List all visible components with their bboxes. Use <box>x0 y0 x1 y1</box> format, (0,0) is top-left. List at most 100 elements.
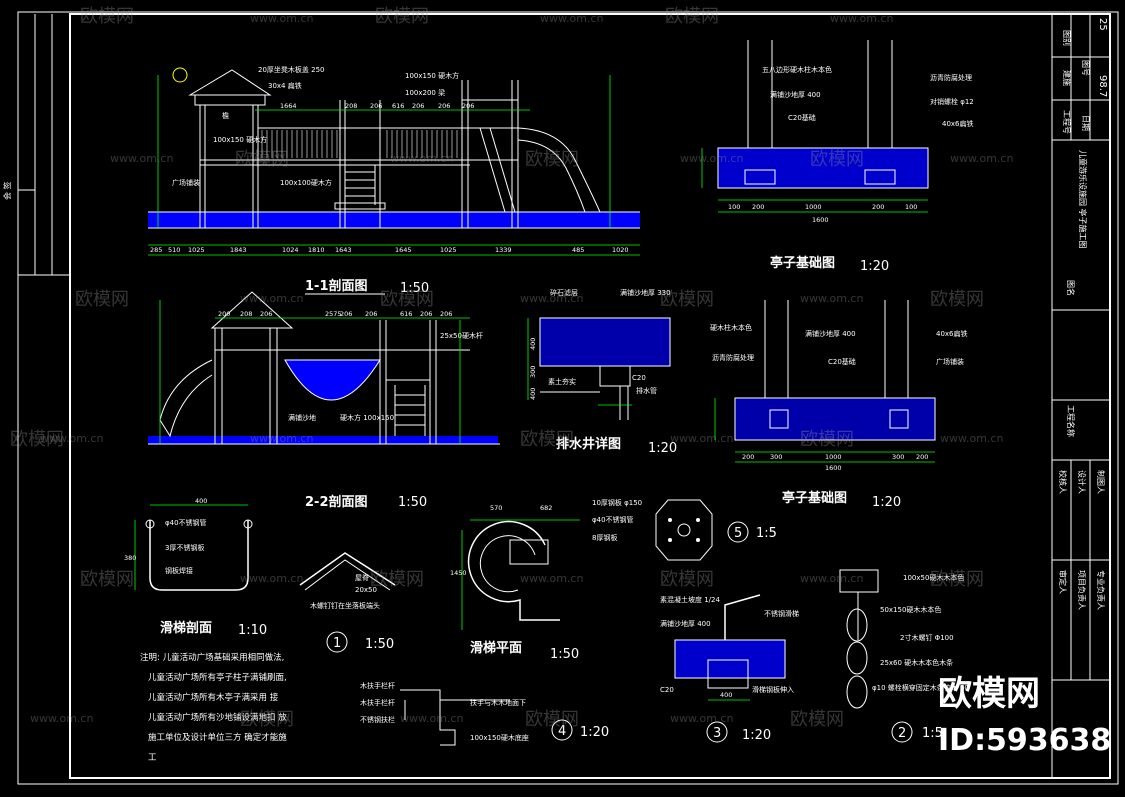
watermark-site: www.om.cn <box>390 152 453 165</box>
s1-dims-bottom-3: 1843 <box>230 246 247 254</box>
f1-scale: 1:20 <box>860 259 889 274</box>
watermark-brand: 欧模网 <box>800 429 854 450</box>
s2-dims-top-5: 206 <box>365 310 377 318</box>
sp-scale: 1:50 <box>550 647 579 662</box>
d4-num: 4 <box>558 724 566 739</box>
f2-label-pipe: 排水管 <box>636 386 657 395</box>
note-line-0: 注明: 儿童活动广场基础采用相同做法, <box>140 652 284 663</box>
s1-label-sq: 100x100硬木方 <box>280 178 332 187</box>
tb-role-5: 专业负责人 <box>1096 570 1106 610</box>
f2-label-soil: 素土夯实 <box>548 377 576 386</box>
f3-label-paint: 沥青防腐处理 <box>712 353 754 362</box>
note-line-1: 儿童活动广场所有亭子柱子满铺刷面, <box>148 672 287 683</box>
watermark-brand: 欧模网 <box>660 289 714 310</box>
brand-stamp: 欧模网 ID:593638 <box>938 674 1111 758</box>
s2-dims-top-6: 616 <box>400 310 412 318</box>
s1-dims-top-3: 616 <box>392 102 404 110</box>
d5-label-plate: 8厚钢板 <box>592 533 617 542</box>
watermark-site: www.om.cn <box>240 572 303 585</box>
s2-dims-top-8: 206 <box>440 310 452 318</box>
f1-label-iron: 40x6扁铁 <box>942 119 974 128</box>
f1-label-bolt: 对销螺栓 φ12 <box>930 97 974 106</box>
f3-label-col: 硬木柱木本色 <box>710 323 752 332</box>
d2-label-d: 25x60 硬木木本色木条 <box>880 658 953 667</box>
f2-label-c20: C20 <box>632 374 646 382</box>
sandbox-basin <box>284 359 381 401</box>
f1-dims-3: 200 <box>872 203 884 211</box>
watermark-site: www.om.cn <box>540 12 603 25</box>
f1-dims-1: 200 <box>752 203 764 211</box>
d3-scale: 1:20 <box>742 728 771 743</box>
bridge-balusters <box>261 130 458 158</box>
tb-role-4: 项目负责人 <box>1077 570 1087 610</box>
watermark-brand: 欧模网 <box>80 6 134 27</box>
s1-dims-bottom-2: 1025 <box>188 246 205 254</box>
watermark-site: www.om.cn <box>670 712 733 725</box>
tb-date-label: 日期 <box>1081 115 1090 131</box>
sl-scale: 1:10 <box>238 623 267 638</box>
sl-label-plate: 3厚不锈钢板 <box>165 543 204 552</box>
d5-scale: 1:5 <box>756 526 777 541</box>
d1-scale: 1:50 <box>365 637 394 652</box>
s1-label-ground: 广场铺装 <box>172 178 200 187</box>
left-binding-strip <box>18 14 70 276</box>
note-line-3: 儿童活动广场所有沙地铺设满地扣 放 <box>148 712 287 723</box>
tb-proj-no-label: 工程号 <box>1062 110 1071 134</box>
f1-label-paint: 沥青防腐处理 <box>930 73 972 82</box>
watermark-brand: 欧模网 <box>790 709 844 730</box>
s1-dims-bottom-1: 510 <box>168 246 180 254</box>
f1-label-col: 五八边形硬木柱木本色 <box>762 65 832 74</box>
watermark-site: www.om.cn <box>940 432 1003 445</box>
tb-project-label: 工程名称 <box>1066 405 1076 437</box>
f1-label-c20: C20基础 <box>788 113 816 122</box>
watermark-brand: 欧模网 <box>235 149 289 170</box>
s1-dims-top-2: 206 <box>370 102 382 110</box>
d3-label-b: 满铺沙地厚 400 <box>660 619 711 628</box>
f2-scale: 1:20 <box>648 441 677 456</box>
d4-scale: 1:20 <box>580 725 609 740</box>
s1-scale: 1:50 <box>400 281 429 296</box>
f2-dims-0: 400 <box>529 338 537 350</box>
d4-label-c: 不锈钢扶栏 <box>360 715 395 724</box>
s1-dims-bottom-9: 1339 <box>495 246 512 254</box>
watermark-site: www.om.cn <box>950 152 1013 165</box>
s1-dims-top-1: 208 <box>345 102 357 110</box>
section-marker-icon <box>172 67 188 83</box>
s1-label-beam: 100x150 硬木方 <box>405 71 459 80</box>
f2-label-sand: 满铺沙地厚 330 <box>620 288 671 297</box>
watermark-brand: 欧模网 <box>80 569 134 590</box>
f2-label-stone: 碎石滤层 <box>550 288 578 297</box>
tb-role-3: 审定人 <box>1058 570 1068 594</box>
sl-label-weld: 钢板焊接 <box>165 566 193 575</box>
watermark-site: www.om.cn <box>680 152 743 165</box>
watermark-brand: 欧模网 <box>380 289 434 310</box>
d2-num: 2 <box>898 726 906 741</box>
d2-label-b: 50x150硬木木本色 <box>880 605 941 614</box>
s2-title: 2-2剖面图 <box>305 494 368 510</box>
sl-dim-height: 380 <box>124 554 136 562</box>
sl-dim-width: 400 <box>195 497 207 505</box>
watermark-site: www.om.cn <box>40 432 103 445</box>
s1-label-roof: 檐 <box>222 111 229 120</box>
d2-label-c: 2寸木螺钉 Φ100 <box>900 633 954 642</box>
watermark-brand: 欧模网 <box>660 569 714 590</box>
f2-title: 排水井详图 <box>556 436 621 452</box>
watermark-brand: 欧模网 <box>665 6 719 27</box>
f3-label-c20: C20基础 <box>828 357 856 366</box>
f1-dims-0: 100 <box>728 203 740 211</box>
d2-label-e: φ10 螺栓横穿固定木条竹木 50 <box>872 683 969 692</box>
s1-dims-bottom-4: 1024 <box>282 246 299 254</box>
sand-fill <box>148 212 640 228</box>
s2-dims-top-3: 2575 <box>325 310 342 318</box>
s1-dims-top-4: 206 <box>412 102 424 110</box>
watermark-site: www.om.cn <box>830 12 893 25</box>
watermark-brand: 欧模网 <box>930 569 984 590</box>
sl-title: 滑梯剖面 <box>160 620 212 636</box>
note-line-2: 儿童活动广场所有木亭子满采用 接 <box>148 692 279 703</box>
sp-dim-0: 570 <box>490 504 502 512</box>
detail-4-callout-icon <box>551 719 573 741</box>
